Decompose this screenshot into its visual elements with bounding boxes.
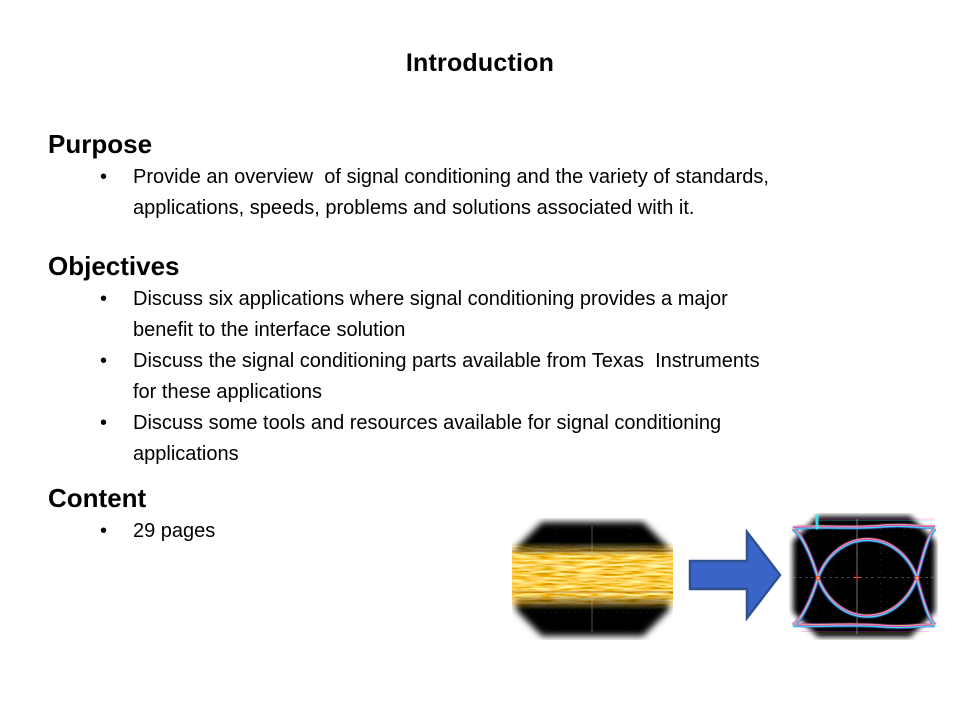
clean-open-eye-diagram-image [789, 513, 938, 640]
bullet-marker: • [100, 288, 108, 310]
section-content: Content • 29 pages [48, 482, 920, 547]
section-objectives: Objectives • Discuss six applications wh… [48, 250, 920, 470]
list-item: • Discuss six applications where signal … [48, 284, 920, 346]
list-item: • Provide an overview of signal conditio… [48, 162, 920, 224]
scope-screen-bezel [793, 516, 935, 637]
right-arrow-shape [688, 529, 782, 621]
page-title: Introduction [405, 49, 555, 77]
signal-conditioning-arrow [687, 529, 783, 621]
noise-streaks [512, 550, 673, 604]
cursor-marker-tick [815, 514, 819, 530]
open-eye-scope-graphic [791, 514, 937, 637]
list-item: • Discuss some tools and resources avail… [48, 408, 920, 470]
section-heading-content: Content [48, 483, 147, 513]
bullet-text: Discuss some tools and resources availab… [133, 412, 722, 465]
noise-band [512, 542, 673, 610]
list-item: • 29 pages [48, 516, 920, 547]
bullet-marker: • [100, 412, 108, 434]
edge-noise-lines [801, 518, 935, 634]
list-item: • Discuss the signal conditioning parts … [48, 346, 920, 408]
bullet-marker: • [100, 166, 108, 188]
section-heading-objectives: Objectives [48, 251, 180, 281]
bullet-text: Discuss six applications where signal co… [133, 288, 728, 341]
bullet-marker: • [100, 520, 108, 542]
section-heading-purpose: Purpose [48, 129, 153, 159]
noisy-signal-eye-diagram-image [512, 518, 673, 640]
bullet-text: 29 pages [133, 520, 216, 542]
bullet-text: Provide an overview of signal conditioni… [133, 166, 769, 219]
closed-eye-scope-graphic [512, 522, 673, 636]
slide-body: Purpose • Provide an overview of signal … [48, 128, 920, 547]
bullet-marker: • [100, 350, 108, 372]
crossing-hotspots [815, 575, 920, 581]
center-crosshair [853, 573, 861, 582]
right-arrow-icon [688, 529, 782, 621]
bullet-text: Discuss the signal conditioning parts av… [133, 350, 760, 403]
section-purpose: Purpose • Provide an overview of signal … [48, 128, 920, 224]
